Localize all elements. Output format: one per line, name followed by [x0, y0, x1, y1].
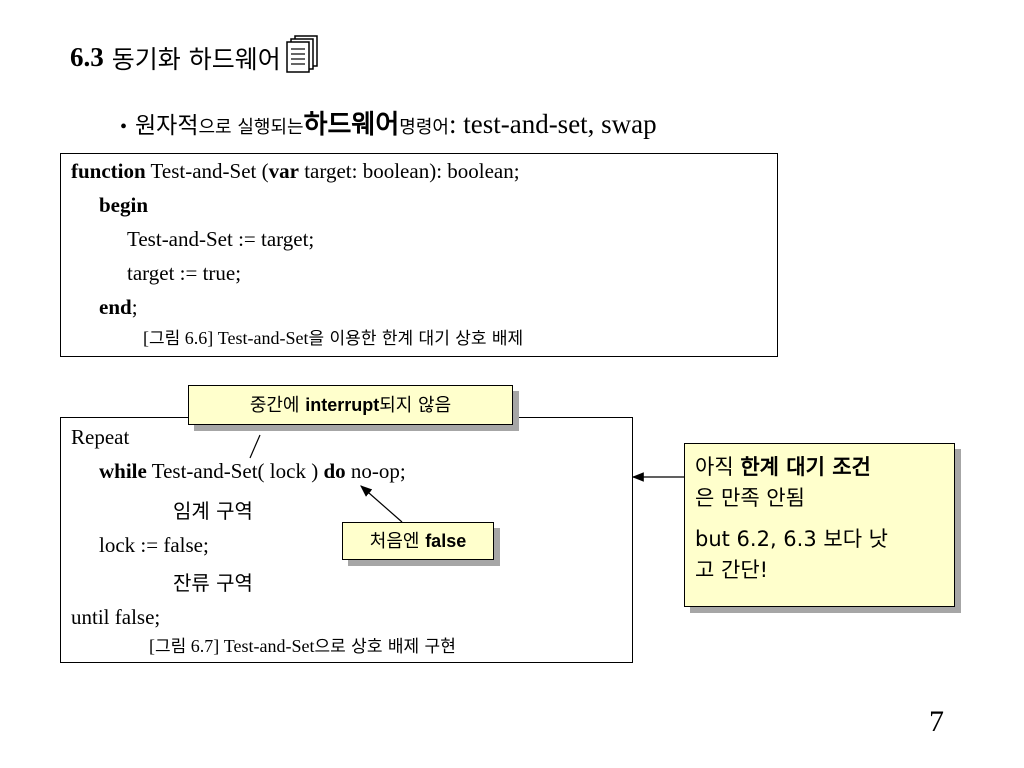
callout-text: 아직 — [695, 455, 741, 479]
keyword-function: function — [71, 159, 146, 183]
figure-caption-6-7: [그림 6.7] Test-and-Set으로 상호 배제 구현 — [149, 632, 456, 661]
keyword-while: while — [99, 459, 147, 483]
code1-line-2: begin — [99, 188, 148, 222]
code2-text: no-op; — [345, 459, 406, 483]
slide-title: 6.3 동기화 하드웨어 — [70, 34, 321, 81]
bullet-text-atomic: 원자적 — [135, 113, 199, 139]
critical-section-label: 임계 구역 — [173, 499, 253, 523]
bullet-text-instructions-list: : test-and-set, swap — [448, 109, 657, 139]
callout-bounded-waiting-note: 아직 한계 대기 조건 은 만족 안됨 but 6.2, 6.3 보다 낫 고 … — [684, 443, 955, 607]
code1-text: Test-and-Set ( — [145, 159, 269, 183]
keyword-end: end — [99, 295, 132, 319]
caption-text: 그림 — [155, 637, 187, 657]
callout-text-bold: interrupt — [305, 395, 380, 415]
keyword-do: do — [323, 459, 346, 483]
callout-c-line-1: 아직 한계 대기 조건 — [695, 452, 954, 483]
code2-text: Test-and-Set( lock ) — [146, 459, 324, 483]
caption-text: 6.7] Test-and-Set — [186, 636, 315, 656]
keyword-begin: begin — [99, 193, 149, 217]
code2-line-4: lock := false; — [99, 533, 209, 557]
callout-c-line-4: 고 간단! — [695, 558, 769, 582]
code-box-test-and-set: function Test-and-Set (var target: boole… — [60, 153, 778, 357]
bullet-text-hardware: 하드웨어 — [303, 110, 400, 140]
code1-text: target: boolean): boolean; — [298, 159, 520, 183]
callout-c-line-3: but 6.2, 6.3 보다 낫 — [695, 527, 889, 551]
code2-line-2: while Test-and-Set( lock ) do no-op; — [99, 454, 406, 488]
page-number: 7 — [929, 705, 944, 738]
title-number: 6.3 — [70, 42, 104, 72]
document-stack-icon — [285, 34, 321, 81]
callout-text: 되지 않음 — [379, 395, 452, 416]
callout-text: 처음엔 — [369, 531, 426, 552]
code1-line-5: end; — [99, 290, 138, 324]
callout-text-bold: false — [425, 531, 467, 551]
code1-line-3: Test-and-Set := target; — [127, 227, 315, 251]
callout-no-interrupt: 중간에 interrupt되지 않음 — [188, 385, 513, 425]
code1-line-4: target := true; — [127, 261, 242, 285]
caption-text: 그림 — [149, 329, 181, 349]
title-text: 동기화 하드웨어 — [111, 44, 281, 74]
caption-text: 을 이용한 한계 대기 상호 배제 — [308, 329, 524, 349]
keyword-var: var — [268, 159, 299, 183]
code1-line-1: function Test-and-Set (var target: boole… — [71, 154, 520, 188]
code2-line-6: until false; — [71, 605, 161, 629]
figure-caption-6-6: [그림 6.6] Test-and-Set을 이용한 한계 대기 상호 배제 — [143, 324, 523, 353]
bullet-line: • 원자적 으로 실행되는 하드웨어 명령어 : test-and-set, s… — [120, 104, 657, 141]
bullet-dot: • — [120, 116, 128, 138]
callout-text: 중간에 — [249, 395, 306, 416]
code1-text: ; — [131, 295, 138, 319]
code2-line-1: Repeat — [71, 425, 130, 449]
bullet-text-instruction: 명령어 — [399, 117, 449, 138]
caption-text: 으로 상호 배제 구현 — [314, 637, 456, 657]
caption-text: [ — [149, 636, 155, 656]
caption-text: 6.6] Test-and-Set — [180, 328, 309, 348]
remainder-section-label: 잔류 구역 — [173, 571, 253, 595]
callout-text-bold: 한계 대기 조건 — [740, 455, 871, 479]
caption-text: [ — [143, 328, 149, 348]
callout-initially-false: 처음엔 false — [342, 522, 494, 560]
callout-c-line-2: 은 만족 안됨 — [695, 486, 805, 510]
bullet-text-executed: 으로 실행되는 — [198, 117, 304, 138]
